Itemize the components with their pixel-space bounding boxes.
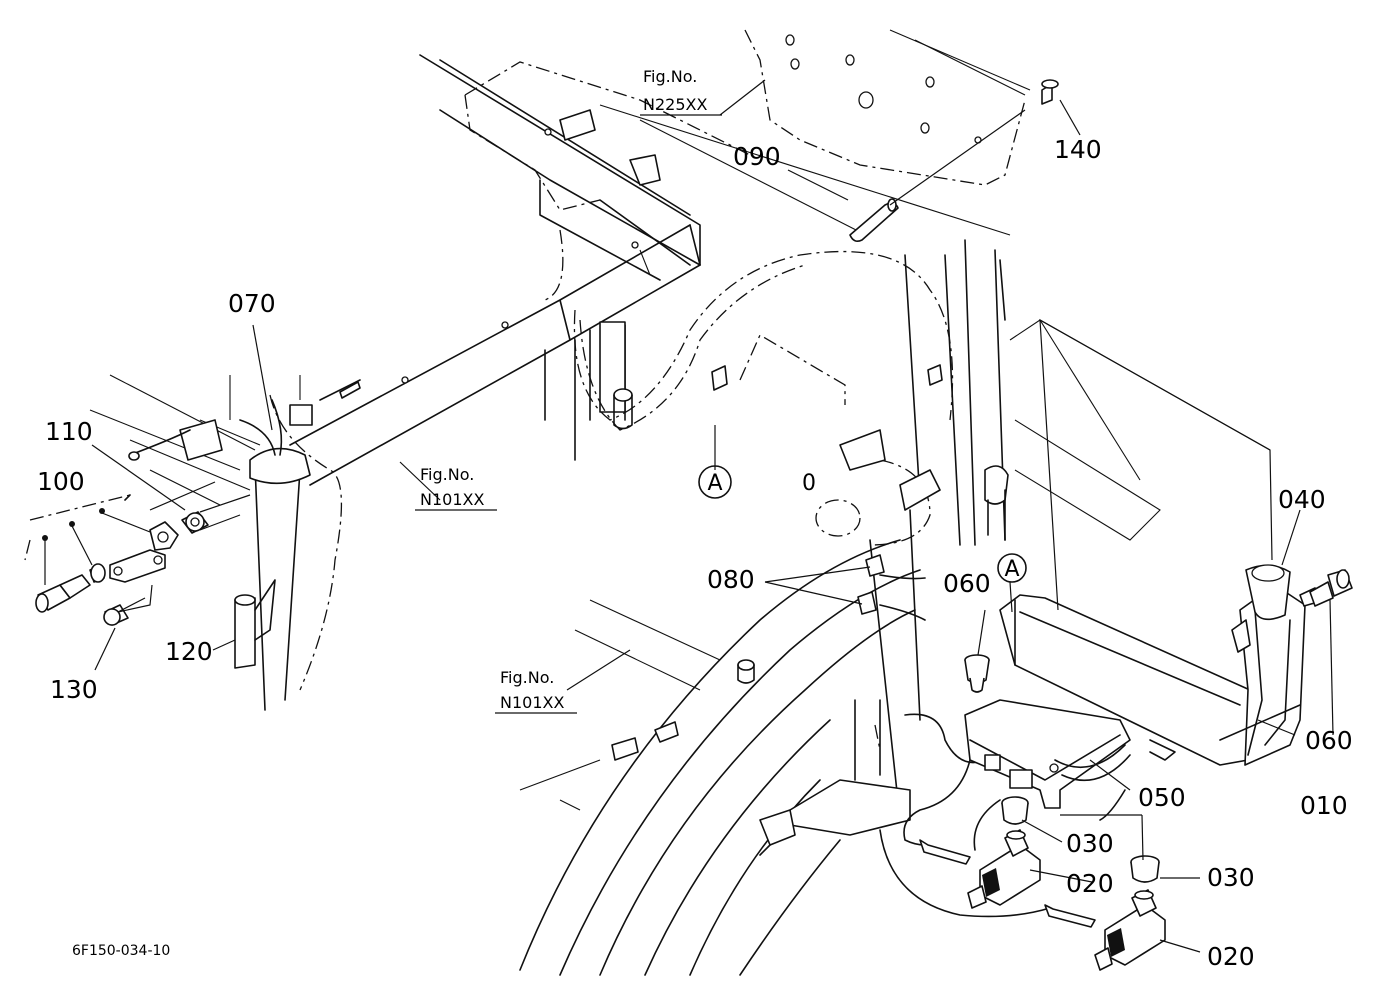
figure-ref-n101xx-lower: Fig.No. N101XX bbox=[495, 668, 577, 714]
grommet-060-left bbox=[964, 654, 990, 693]
figure-ref-n101xx-upper: Fig.No. N101XX bbox=[415, 465, 497, 511]
svg-text:N101XX: N101XX bbox=[420, 490, 484, 509]
callout-130: 130 bbox=[50, 675, 98, 704]
callout-140: 140 bbox=[1054, 135, 1102, 164]
drawing-code: 6F150-034-10 bbox=[72, 943, 170, 959]
callout-100: 100 bbox=[37, 467, 85, 496]
callout-060-right: 060 bbox=[1305, 726, 1353, 755]
washer-pump-left bbox=[919, 829, 1041, 909]
callout-030-left: 030 bbox=[1066, 829, 1114, 858]
callout-070: 070 bbox=[228, 289, 276, 318]
section-marker-a-2: A bbox=[997, 553, 1027, 583]
svg-text:A: A bbox=[1004, 557, 1019, 582]
callout-110: 110 bbox=[45, 417, 93, 446]
tank-bracket bbox=[964, 699, 1176, 809]
grommet-060-right bbox=[1309, 569, 1353, 607]
svg-text:Fig.No.: Fig.No. bbox=[500, 668, 554, 687]
leader-lines bbox=[91, 79, 1334, 953]
callout-120: 120 bbox=[165, 637, 213, 666]
svg-text:A: A bbox=[707, 471, 722, 496]
pipe-and-bolt bbox=[849, 79, 1059, 242]
callout-050: 050 bbox=[1138, 783, 1186, 812]
callout-060-left: 060 bbox=[943, 569, 991, 598]
svg-text:Fig.No.: Fig.No. bbox=[643, 67, 697, 86]
frame-structure: 0 bbox=[89, 54, 1271, 976]
callout-020-lower: 020 bbox=[1207, 942, 1255, 971]
callout-020-upper: 020 bbox=[1066, 869, 1114, 898]
callout-080: 080 bbox=[707, 565, 755, 594]
svg-text:0: 0 bbox=[802, 471, 816, 496]
svg-text:N101XX: N101XX bbox=[500, 693, 564, 712]
grommet-030-left bbox=[1001, 796, 1029, 825]
washer-pump-right bbox=[1044, 889, 1166, 971]
section-marker-a-1: A bbox=[698, 465, 732, 499]
callout-030-right: 030 bbox=[1207, 863, 1255, 892]
figure-ref-n225xx: Fig.No. N225XX bbox=[640, 67, 722, 116]
washer-tank bbox=[999, 564, 1319, 766]
grommet-030-right bbox=[1130, 855, 1160, 883]
svg-text:N225XX: N225XX bbox=[643, 95, 707, 114]
callout-labels: 010 020 020 030 030 040 050 060 060 070 … bbox=[37, 135, 1353, 971]
callout-040: 040 bbox=[1278, 485, 1326, 514]
nozzle-assembly bbox=[24, 469, 251, 626]
svg-text:Fig.No.: Fig.No. bbox=[420, 465, 474, 484]
callout-010: 010 bbox=[1300, 791, 1348, 820]
callout-090: 090 bbox=[733, 142, 781, 171]
